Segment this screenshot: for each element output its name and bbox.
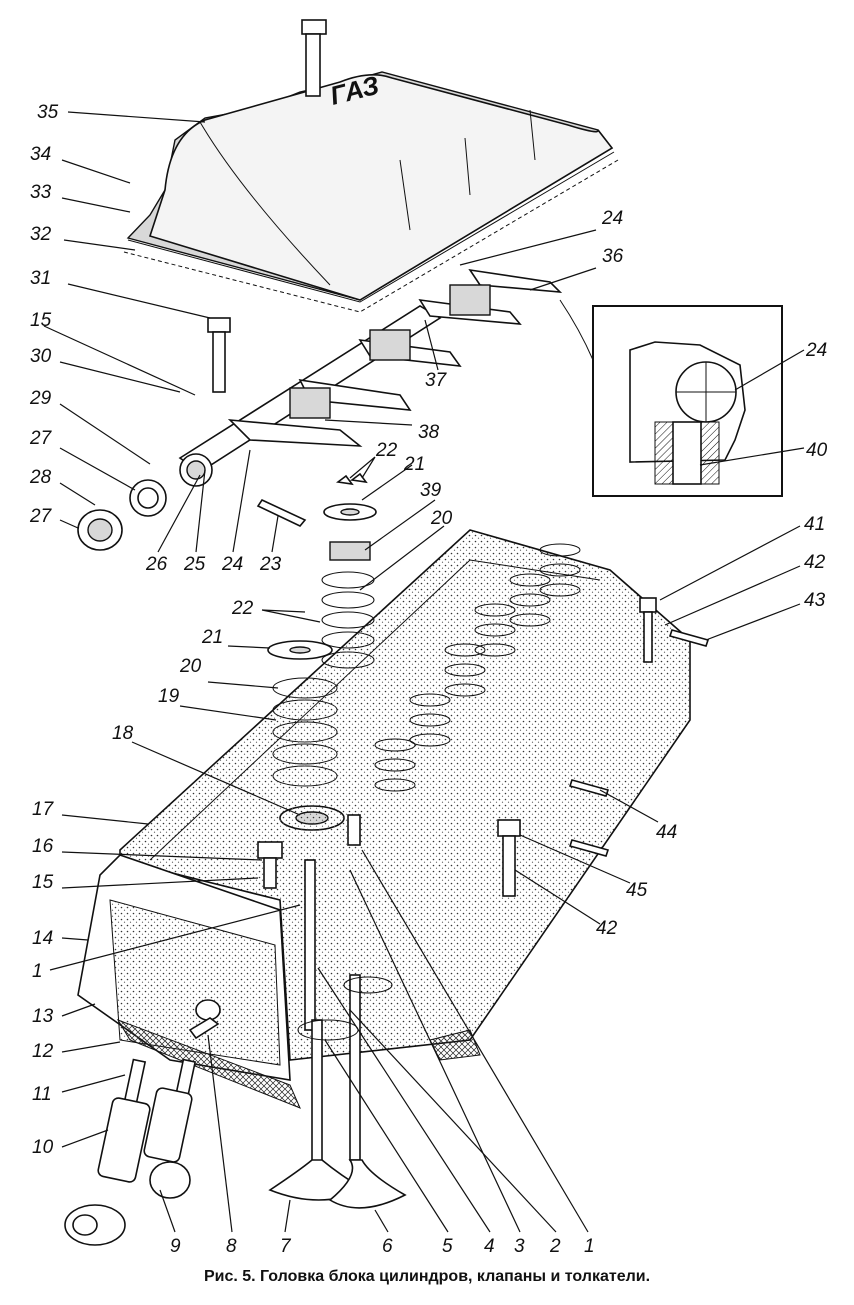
callout-35: 35 [37,102,59,123]
callout-25: 25 [183,554,206,575]
callout-33: 33 [30,182,52,203]
callout-34: 34 [30,144,51,165]
callout-27-top: 27 [29,428,53,449]
callout-44: 44 [656,822,677,843]
callout-36: 36 [602,246,624,267]
callout-20-upper: 20 [430,508,453,529]
camshaft-lobe [64,1204,126,1246]
gasket [116,1019,481,1109]
callout-30: 30 [30,346,52,367]
callout-22-lower: 22 [231,598,254,619]
rocker-arms [227,268,563,447]
callout-5: 5 [442,1236,453,1257]
callout-10: 10 [32,1137,54,1158]
tappet-10 [97,1097,151,1183]
callout-41: 41 [804,514,825,535]
inset-callout-40: 40 [806,440,828,461]
callout-1: 1 [584,1236,595,1257]
callout-42-upper: 42 [804,552,826,573]
inset-detail-box [559,299,783,497]
rocker-shaft-assembly [77,268,563,551]
callout-13: 13 [32,1006,54,1027]
callout-1-left: 1 [32,961,43,982]
callout-31: 31 [30,268,51,289]
tappets-and-pushrods [64,1058,197,1246]
callout-14: 14 [32,928,53,949]
callout-39: 39 [420,480,442,501]
head-bolt [257,841,283,889]
callout-22-upper: 22 [375,440,398,461]
callout-26: 26 [145,554,168,575]
head-valve-springs [374,543,581,792]
figure-caption: Рис. 5. Головка блока цилиндров, клапаны… [203,1268,651,1285]
oil-filler-handle [301,19,327,97]
callout-19: 19 [158,686,180,707]
callout-16: 16 [32,836,54,857]
callout-21-upper: 21 [403,454,425,475]
washer-rings [129,453,213,517]
callout-29: 29 [29,388,52,409]
end-plug [77,509,123,551]
rocker-bolt [207,317,231,393]
callout-7: 7 [280,1236,292,1257]
callout-15-top: 15 [30,310,52,331]
callout-21-lower: 21 [201,627,223,648]
callout-12: 12 [32,1041,54,1062]
cylinder-head [77,529,710,1109]
callout-24-upper: 24 [601,208,623,229]
callout-17: 17 [32,799,55,820]
tappet-9 [143,1087,193,1199]
valve-6 [328,974,407,1209]
callout-20-lower: 20 [179,656,202,677]
callout-18: 18 [112,723,134,744]
callout-labels: 35 34 33 32 31 15 30 29 27 28 27 26 25 2… [29,102,828,1257]
rocker-springs [289,284,491,419]
callout-8: 8 [226,1236,237,1257]
callout-28: 28 [29,467,52,488]
cotter-pin [256,498,307,527]
callout-42-lower: 42 [596,918,618,939]
inset-callout-24: 24 [805,340,827,361]
callout-45: 45 [626,880,648,901]
callout-24-lower: 24 [221,554,243,575]
callout-9: 9 [170,1236,181,1257]
callout-4: 4 [484,1236,495,1257]
valves [268,814,407,1209]
callout-32: 32 [30,224,52,245]
leader-lines [43,111,805,1233]
callout-38: 38 [418,422,440,443]
callout-3: 3 [514,1236,525,1257]
cylinder-head-drawing: ГАЗ [29,19,828,1257]
callout-43: 43 [804,590,826,611]
valve-spring-set-upper [321,472,377,669]
callout-11: 11 [32,1084,52,1105]
callout-37: 37 [425,370,448,391]
side-studs [497,597,710,897]
callout-6: 6 [382,1236,393,1257]
manifold-stud [188,999,221,1040]
valve-cover: ГАЗ [123,19,619,313]
callout-15: 15 [32,872,54,893]
callout-23: 23 [259,554,282,575]
callout-2: 2 [549,1236,561,1257]
callout-27-bottom: 27 [29,506,53,527]
